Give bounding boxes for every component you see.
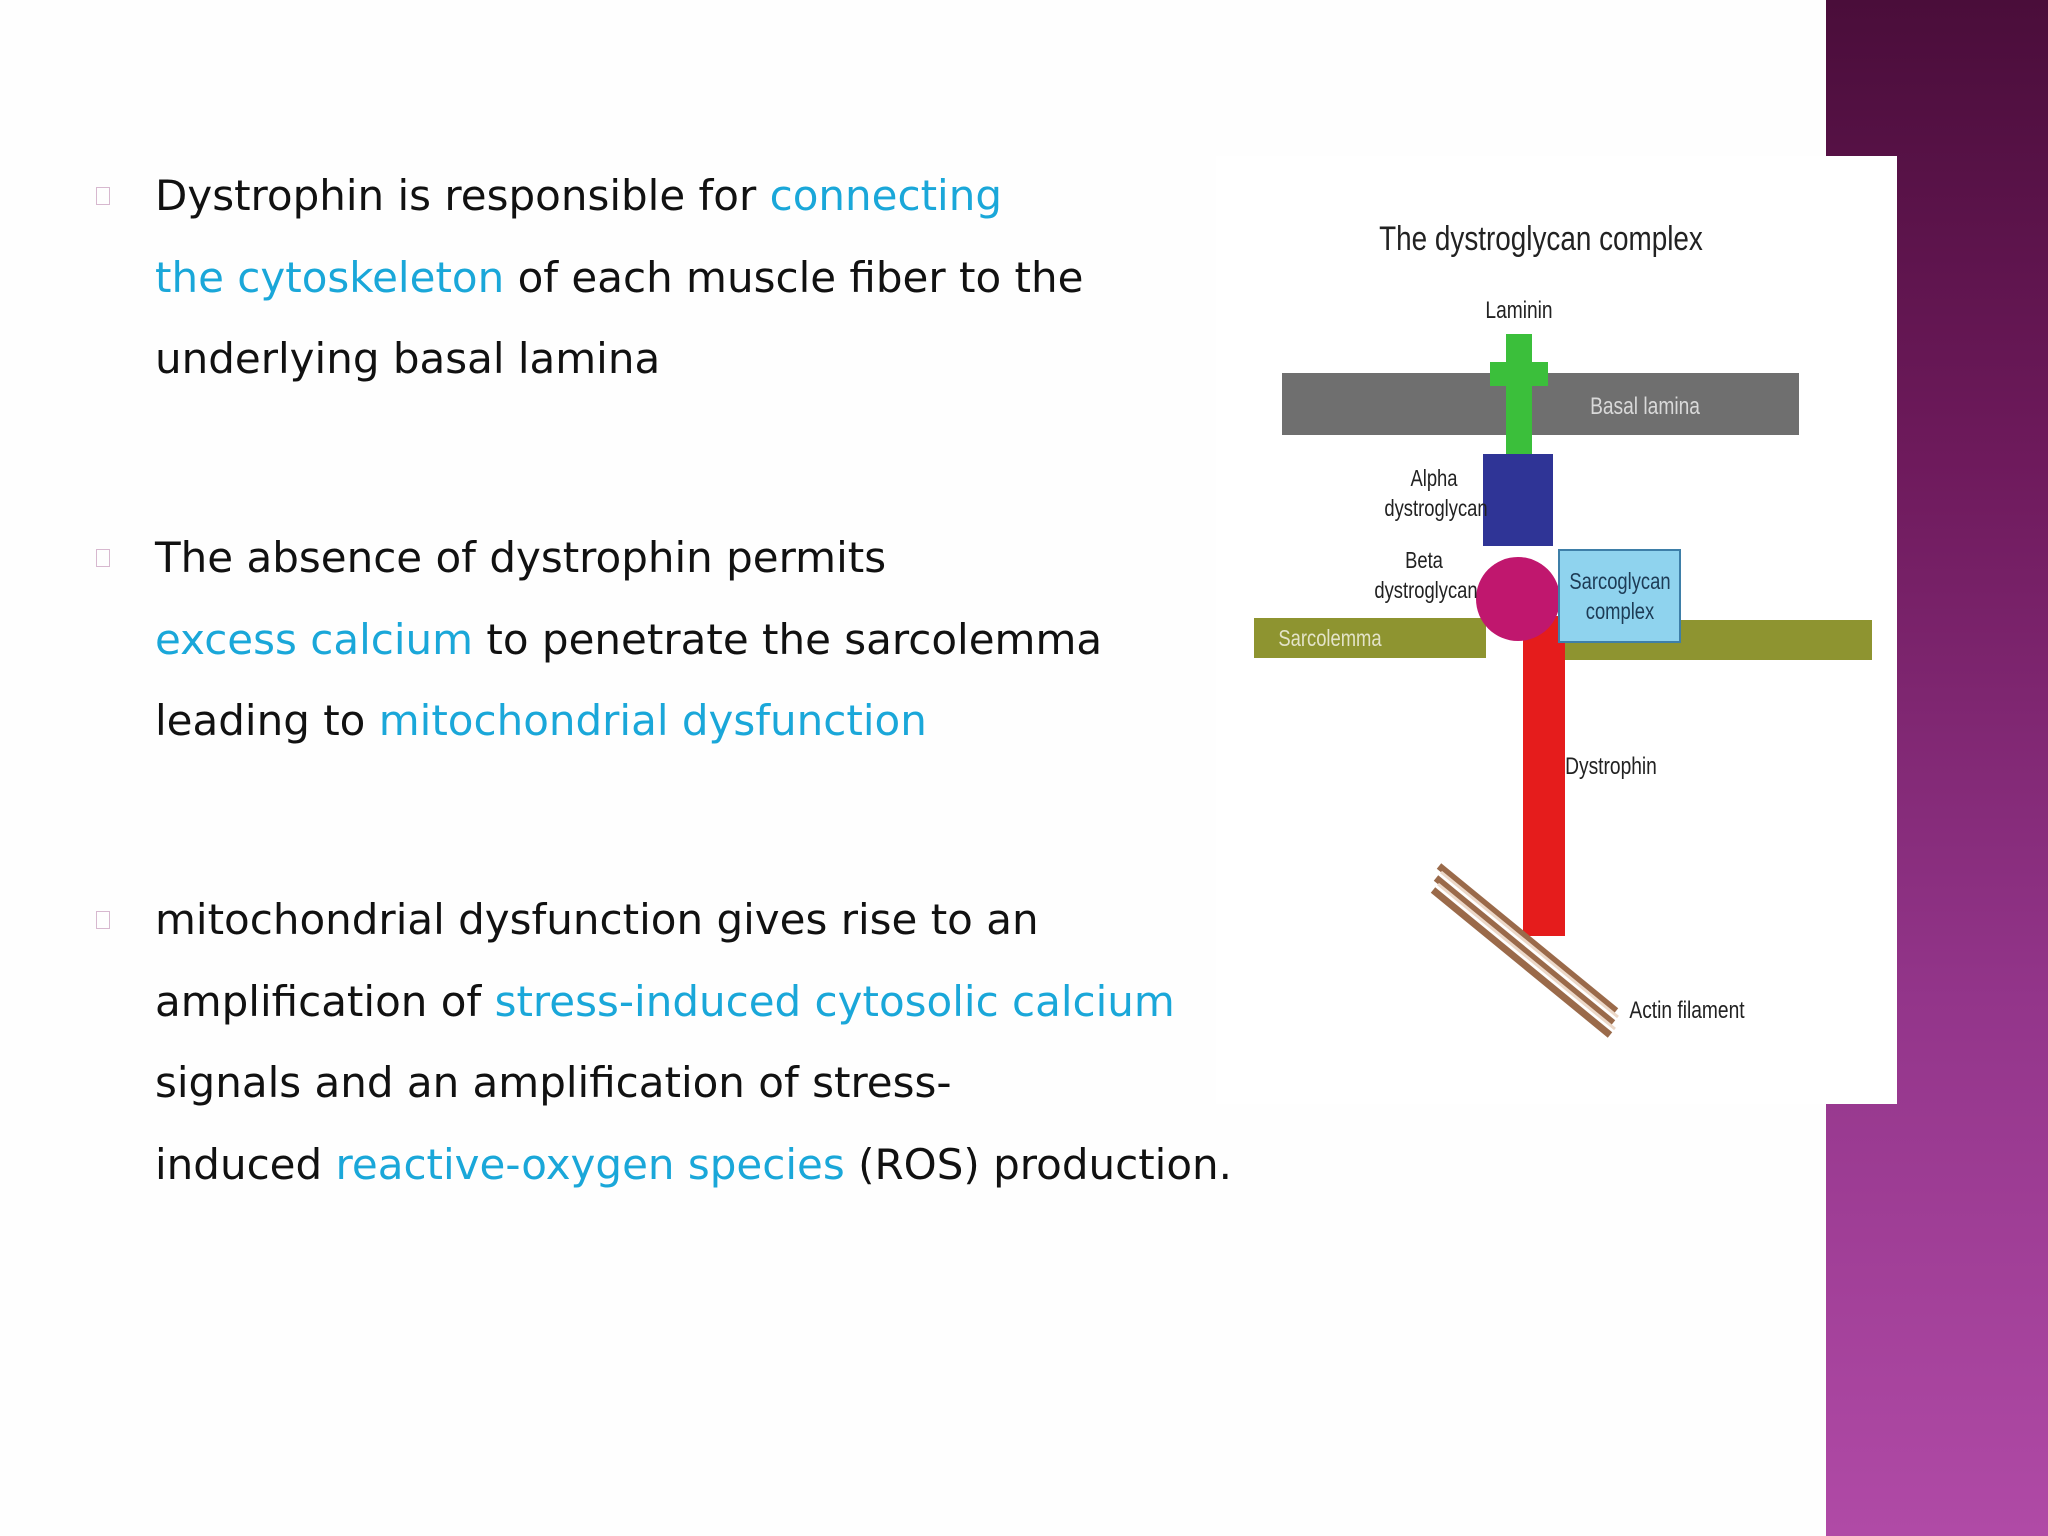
beta-dystroglycan-shape [1476, 557, 1560, 641]
text-segment: (ROS) production. [844, 1140, 1232, 1189]
beta-label-line1: Beta [1405, 548, 1443, 573]
dystroglycan-figure: The dystroglycan complex Laminin Basal l… [1216, 156, 1897, 1104]
bullet-line: Dystrophin is responsible for connecting [155, 171, 1002, 221]
dystrophin-shape [1523, 616, 1565, 936]
bullet-line: The absence of dystrophin permits [155, 533, 886, 583]
bullet-line: the cytoskeleton of each muscle fiber to… [155, 253, 1083, 303]
laminin-label: Laminin [1485, 296, 1552, 324]
bullet-line: underlying basal lamina [155, 334, 660, 384]
bullet-line: induced reactive-oxygen species (ROS) pr… [155, 1140, 1232, 1190]
highlighted-text: stress-induced cytosolic calcium [494, 977, 1175, 1026]
bullet-marker-icon [96, 911, 110, 929]
bullet-line: excess calcium to penetrate the sarcolem… [155, 615, 1102, 665]
bullet-line: leading to mitochondrial dysfunction [155, 696, 927, 746]
beta-label-line2: dystroglycan [1374, 578, 1477, 603]
sarcoglycan-label-line2: complex [1586, 599, 1655, 624]
text-segment: mitochondrial dysfunction gives rise to … [155, 895, 1039, 944]
bullet-line: signals and an amplification of stress- [155, 1058, 952, 1108]
actin-filament-shape [1430, 863, 1619, 1038]
text-segment: leading to [155, 696, 379, 745]
highlighted-text: the cytoskeleton [155, 253, 505, 302]
figure-title: The dystroglycan complex [1379, 219, 1703, 257]
highlighted-text: excess calcium [155, 615, 474, 664]
text-segment: signals and an amplification of stress- [155, 1058, 952, 1107]
bullet-line: amplification of stress-induced cytosoli… [155, 977, 1175, 1027]
highlighted-text: connecting [769, 171, 1002, 220]
highlighted-text: mitochondrial dysfunction [378, 696, 927, 745]
alpha-label-line2: dystroglycan [1384, 496, 1487, 521]
text-segment: of each muscle fiber to the [504, 253, 1084, 302]
text-segment: underlying basal lamina [155, 334, 661, 383]
sarcolemma-bar-left [1254, 618, 1486, 658]
text-segment: induced [155, 1140, 336, 1189]
laminin-shape [1490, 334, 1548, 474]
dystroglycan-diagram: The dystroglycan complex Laminin Basal l… [1254, 219, 1872, 1038]
text-segment: amplification of [155, 977, 495, 1026]
basal-lamina-label: Basal lamina [1590, 392, 1701, 420]
bullet-marker-icon [96, 549, 110, 567]
actin-label: Actin filament [1629, 996, 1744, 1024]
highlighted-text: reactive-oxygen species [335, 1140, 845, 1189]
sarcolemma-label: Sarcolemma [1278, 626, 1382, 651]
dystrophin-label: Dystrophin [1565, 752, 1657, 780]
text-segment: Dystrophin is responsible for [155, 171, 770, 220]
alpha-dystroglycan-shape [1483, 454, 1553, 546]
text-segment: to penetrate the sarcolemma [473, 615, 1103, 664]
text-segment: The absence of dystrophin permits [155, 533, 887, 582]
bullet-line: mitochondrial dysfunction gives rise to … [155, 895, 1039, 945]
bullet-marker-icon [96, 187, 110, 205]
sarcoglycan-complex-shape [1558, 549, 1681, 643]
alpha-label-line1: Alpha [1410, 466, 1457, 491]
sarcoglycan-label-line1: Sarcoglycan [1569, 569, 1670, 594]
